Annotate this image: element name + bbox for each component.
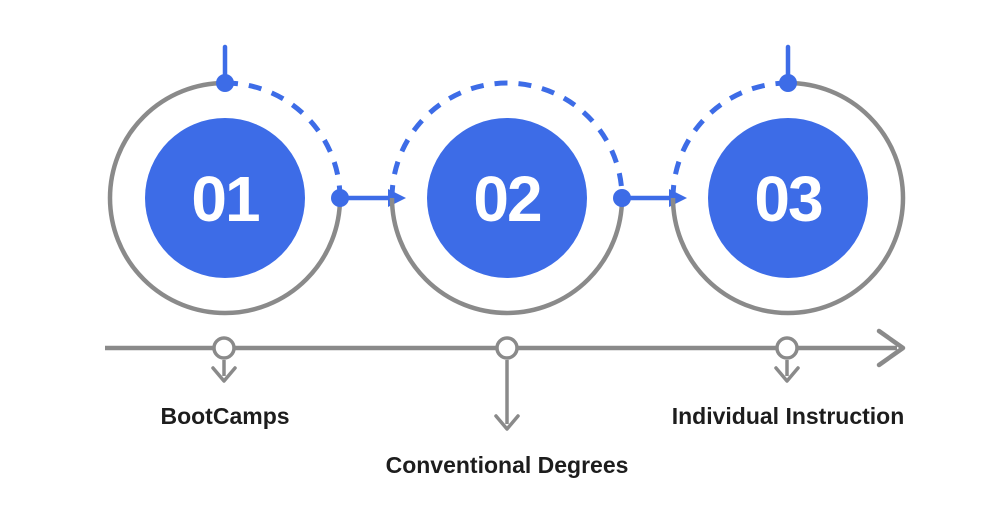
timeline-arrowhead-icon — [876, 328, 906, 368]
timeline-label-2: Conventional Degrees — [386, 452, 629, 478]
step-1-group: 01 — [107, 44, 343, 316]
timeline-label-3: Individual Instruction — [672, 403, 905, 429]
timeline-label-1: BootCamps — [160, 403, 289, 429]
timeline-marker-1 — [212, 336, 236, 360]
step-2-group: 02 — [389, 80, 625, 316]
step-3-number: 03 — [754, 163, 822, 235]
step-1-progress-arc-dashed — [224, 80, 343, 199]
step-1-top-node-dot — [216, 74, 234, 92]
connector-arrow-1-2 — [331, 189, 406, 207]
step-1-number-disc — [145, 118, 305, 278]
timeline-marker-1-group: BootCamps — [160, 336, 290, 429]
down-arrow-3-icon — [774, 366, 800, 383]
step-3-progress-arc-dashed — [670, 80, 789, 199]
step-1-outer-ring — [107, 80, 343, 316]
step-2-outer-ring — [389, 197, 625, 316]
timeline-marker-3-group: Individual Instruction — [672, 336, 905, 429]
connector-arrow-2-3 — [613, 189, 687, 207]
step-3-group: 03 — [670, 44, 906, 316]
step-3-number-disc — [708, 118, 868, 278]
down-arrow-2-icon — [494, 414, 520, 431]
step-2-progress-arc-dashed — [389, 80, 625, 199]
step-1-number: 01 — [191, 163, 259, 235]
timeline-axis: BootCamps Conventional Degrees Individua… — [105, 328, 906, 478]
step-3-top-node-dot — [779, 74, 797, 92]
step-3-outer-ring — [670, 80, 906, 316]
timeline-marker-3 — [775, 336, 799, 360]
step-2-number: 02 — [473, 163, 541, 235]
down-arrow-1-icon — [211, 366, 237, 383]
timeline-marker-2 — [495, 336, 519, 360]
timeline-marker-2-group: Conventional Degrees — [386, 336, 629, 478]
step-2-number-disc — [427, 118, 587, 278]
